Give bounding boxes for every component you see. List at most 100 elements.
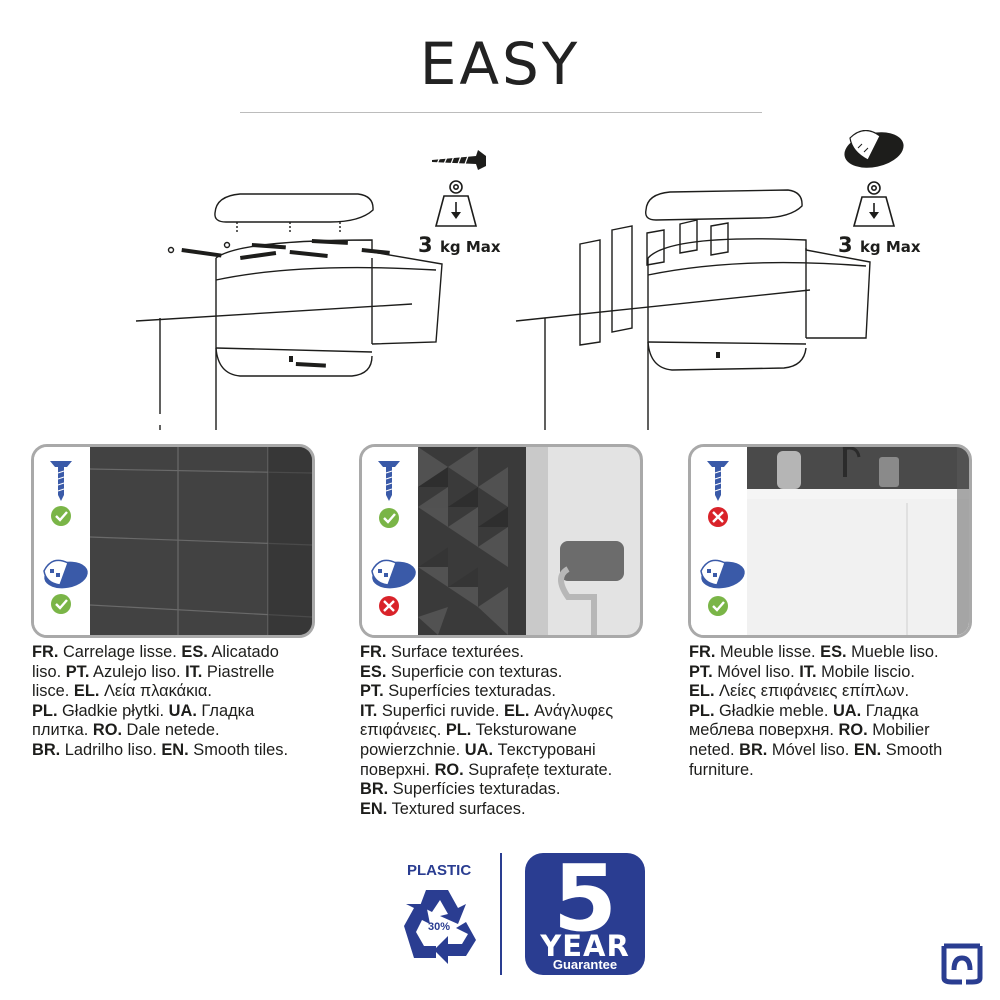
page-title: EASY	[419, 30, 581, 98]
description-line: FR. Carrelage lisse. ES. Alicatado	[32, 643, 317, 663]
language-code: FR.	[360, 643, 387, 661]
language-code: UA.	[464, 740, 494, 759]
description-line: BR. Superfícies texturadas.	[360, 780, 645, 800]
description-line: плитка. RO. Dale netede.	[32, 721, 317, 741]
surface-card-textured	[359, 444, 643, 638]
screw-capacity: 3 kg Max	[418, 233, 501, 257]
description-text: Teksturowane	[471, 721, 577, 740]
description-text: Piastrelle	[202, 662, 275, 681]
language-code: RO.	[434, 760, 464, 779]
language-code: EL.	[73, 682, 100, 701]
brand-logo	[941, 943, 983, 985]
description-line: liso. PT. Azulejo liso. IT. Piastrelle	[32, 663, 317, 683]
plastic-label: PLASTIC	[407, 862, 472, 879]
screw-not-ok-icon	[708, 507, 728, 527]
description-textured: FR. Surface texturées.ES. Superficie con…	[360, 643, 645, 819]
language-code: BR.	[32, 740, 61, 759]
description-line: FR. Meuble lisse. ES. Mueble liso.	[689, 643, 974, 663]
title-divider	[240, 112, 762, 113]
description-text: Surface texturées.	[386, 643, 524, 661]
description-text: Superficie con texturas.	[386, 662, 563, 681]
adhesive-capacity: 3 kg Max	[838, 233, 921, 257]
screw-icon	[707, 461, 729, 501]
language-code: EL.	[503, 701, 530, 720]
screw-ok-icon	[379, 508, 399, 528]
adhesive-capacity-value: 3	[838, 233, 853, 257]
adhesive-capacity-unit: kg Max	[859, 238, 921, 256]
language-code: PL.	[689, 701, 715, 720]
adhesive-icon	[700, 559, 745, 589]
description-text: плитка.	[32, 721, 93, 740]
description-text: меблева поверхня.	[689, 721, 839, 740]
description-text: neted.	[689, 740, 740, 759]
language-code: ES.	[820, 643, 847, 661]
adhesive-not-ok-icon	[379, 596, 399, 616]
language-code: ES.	[181, 643, 208, 661]
warranty-label: Guarantee	[552, 957, 618, 972]
description-text: Λείες επιφάνειες επίπλων.	[714, 682, 910, 701]
language-code: IT.	[799, 662, 817, 681]
description-text: Alicatado	[207, 643, 279, 661]
screw-capacity-value: 3	[418, 233, 433, 257]
language-code: PT.	[360, 682, 384, 701]
description-line: поверхні. RO. Suprafețe texturate.	[360, 761, 645, 781]
description-text: lisce.	[32, 682, 74, 701]
language-code: PL.	[32, 701, 58, 720]
screw-ok-icon	[51, 506, 71, 526]
description-text: Superfícies texturadas.	[388, 780, 561, 799]
description-text: Suprafețe texturate.	[463, 760, 613, 779]
warranty-number: 5	[552, 845, 617, 952]
description-text: Ladrilho liso.	[60, 740, 162, 759]
description-text: Ανάγλυφες	[529, 701, 614, 720]
adhesive-icon	[371, 559, 416, 589]
language-code: PL.	[445, 721, 472, 740]
smooth-tiles-method-icons	[43, 461, 88, 614]
warranty-badge: 5 YEAR Guarantee	[525, 845, 645, 975]
language-code: EL.	[689, 682, 715, 701]
language-code: FR.	[689, 643, 716, 661]
description-text: Smooth tiles.	[188, 740, 288, 759]
description-text: Mueble liso.	[846, 643, 939, 661]
language-code: PT.	[65, 662, 90, 681]
description-line: EL. Λείες επιφάνειες επίπλων.	[689, 682, 974, 702]
recycle-icon: 30%	[404, 890, 476, 964]
language-code: FR.	[32, 643, 59, 661]
description-text: Текстуровані	[493, 740, 596, 759]
description-text: Textured surfaces.	[387, 799, 526, 818]
description-line: PT. Móvel liso. IT. Mobile liscio.	[689, 663, 974, 683]
description-line: neted. BR. Móvel liso. EN. Smooth	[689, 741, 974, 761]
description-text: Λεία πλακάκια.	[99, 682, 212, 701]
description-line: PL. Gładkie płytki. UA. Гладка	[32, 702, 317, 722]
description-text: liso.	[32, 662, 66, 681]
surface-card-furniture	[688, 444, 972, 638]
language-code: RO.	[838, 721, 868, 740]
language-code: BR.	[360, 780, 389, 799]
footer-divider	[500, 853, 502, 975]
description-line: powierzchnie. UA. Текстуровані	[360, 741, 645, 761]
description-text: поверхні.	[360, 760, 435, 779]
description-text: Mobilier	[867, 721, 930, 740]
description-furniture: FR. Meuble lisse. ES. Mueble liso.PT. Mó…	[689, 643, 974, 780]
description-text: Móvel liso.	[767, 740, 854, 759]
description-line: furniture.	[689, 761, 974, 781]
furniture-method-icons	[700, 461, 745, 616]
language-code: EN.	[853, 740, 882, 759]
smooth-furniture-photo	[747, 447, 969, 635]
language-code: UA.	[832, 701, 862, 720]
language-code: UA.	[168, 701, 197, 720]
description-text: Gładkie meble.	[714, 701, 833, 720]
language-code: PT.	[689, 662, 713, 681]
description-text: Superfici ruvide.	[377, 701, 504, 720]
language-code: ES.	[360, 662, 387, 681]
description-line: PT. Superfícies texturadas.	[360, 682, 645, 702]
description-text: Dale netede.	[122, 721, 220, 740]
description-line: EN. Textured surfaces.	[360, 800, 645, 820]
description-text: Azulejo liso.	[89, 662, 186, 681]
recycled-percent: 30%	[428, 921, 450, 933]
description-text: Гладка	[861, 701, 919, 720]
description-line: lisce. EL. Λεία πλακάκια.	[32, 682, 317, 702]
installation-illustrations	[135, 130, 904, 430]
description-line: PL. Gładkie meble. UA. Гладка	[689, 702, 974, 722]
warranty-unit: YEAR	[540, 929, 630, 963]
